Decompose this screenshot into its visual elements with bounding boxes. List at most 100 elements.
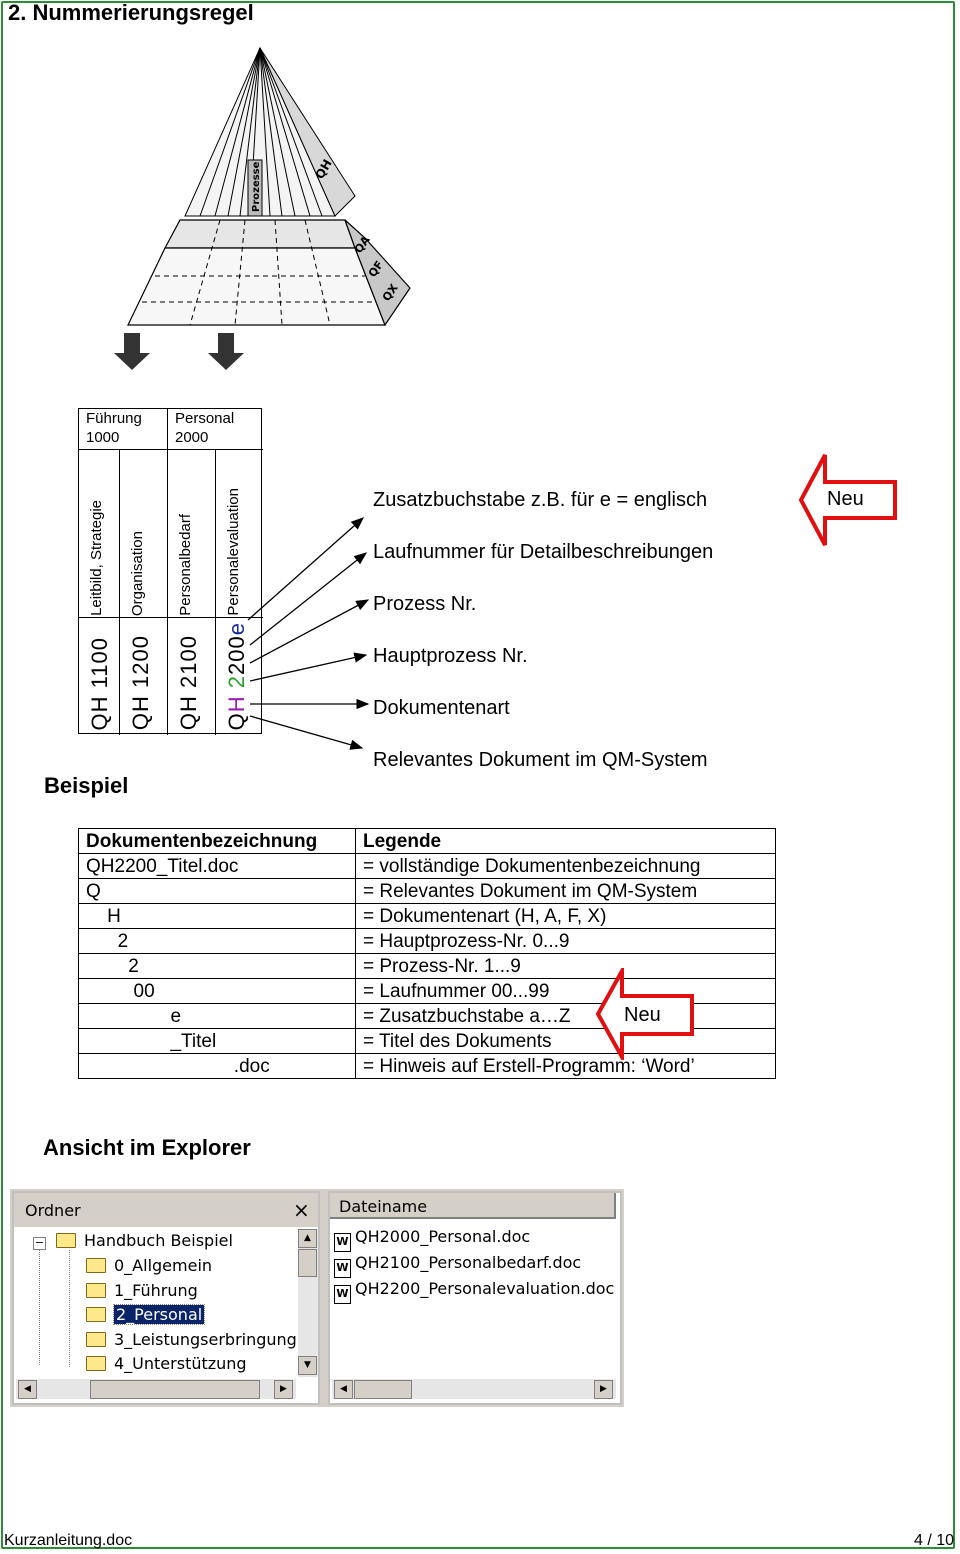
scroll-right-icon[interactable]: ▶ — [274, 1380, 293, 1399]
group-fuehrung-label: Führung — [86, 410, 142, 427]
tree-item-label: 1_Führung — [114, 1281, 198, 1300]
folder-pane: Ordner × − Handbuch Beispiel 0_Allgemein… — [12, 1191, 320, 1405]
folder-icon — [86, 1332, 106, 1347]
open-folder-icon — [86, 1307, 106, 1322]
column-header-label: Dateiname — [339, 1197, 428, 1216]
group-fuehrung-number: 1000 — [86, 429, 120, 446]
annotation-run-number: Laufnummer für Detailbeschreibungen — [373, 541, 714, 563]
scroll-left-icon[interactable]: ◀ — [18, 1380, 37, 1399]
table-cell: QH2200_Titel.doc — [78, 853, 356, 879]
column-header-filename[interactable]: Dateiname — [330, 1193, 616, 1219]
table-cell: = vollständige Dokumentenbezeichnung — [355, 853, 776, 879]
column-title: Organisation — [129, 530, 146, 616]
tree-item-label: Handbuch Beispiel — [84, 1231, 233, 1250]
tree-item-folder-selected[interactable]: 2_Personal — [86, 1304, 206, 1325]
table-cell: 00 — [78, 978, 356, 1004]
pyramid-diagram: Prozesse QH QA QF QX — [114, 46, 411, 370]
table-row: Q= Relevantes Dokument im QM-System — [78, 878, 776, 904]
folder-pane-header: Ordner × — [14, 1193, 318, 1227]
scroll-thumb[interactable] — [298, 1249, 317, 1277]
table-cell: 2 — [78, 928, 356, 954]
tree-item-root[interactable]: Handbuch Beispiel — [56, 1231, 233, 1250]
folder-icon — [86, 1283, 106, 1298]
table-row: .doc= Hinweis auf Erstell-Programm: ‘Wor… — [78, 1053, 776, 1079]
numbering-scheme: Führung 1000 Personal 2000 Leitbild, Str… — [78, 408, 263, 735]
column-title: Leitbild, Strategie — [88, 500, 105, 616]
folder-pane-title: Ordner — [25, 1201, 81, 1220]
scroll-right-icon[interactable]: ▶ — [594, 1380, 613, 1399]
tree-item-folder[interactable]: 1_Führung — [86, 1281, 198, 1300]
tree-item-label: 4_Unterstützung — [114, 1354, 247, 1373]
scroll-down-icon[interactable]: ▼ — [298, 1356, 317, 1375]
footer-filename: Kurzanleitung.doc — [4, 1532, 133, 1549]
table-row: _Titel= Titel des Dokuments — [78, 1028, 776, 1054]
annotation-process-number: Prozess Nr. — [373, 593, 477, 615]
table-cell: _Titel — [78, 1028, 356, 1054]
folder-icon — [86, 1356, 106, 1371]
example-table: Dokumentenbezeichnung Legende QH2200_Tit… — [78, 828, 776, 1079]
table-cell: Q — [78, 878, 356, 904]
page-title: 2. Nummerierungsregel — [8, 0, 254, 25]
annotation-main-process: Hauptprozess Nr. — [373, 645, 528, 667]
tree-item-folder[interactable]: 3_Leistungserbringung — [86, 1330, 297, 1349]
table-cell: = Relevantes Dokument im QM-System — [355, 878, 776, 904]
code-number: 1100 — [87, 636, 112, 688]
table-cell: = Titel des Dokuments — [355, 1028, 776, 1054]
file-name: QH2000_Personal.doc — [355, 1227, 531, 1246]
tree-item-label: 0_Allgemein — [114, 1256, 213, 1275]
annotation-suffix-letter: Zusatzbuchstabe z.B. für e = englisch — [373, 489, 708, 511]
tree-item-label: 3_Leistungserbringung — [114, 1330, 297, 1349]
table-cell: 2 — [78, 953, 356, 979]
column-title: Personalbedarf — [177, 514, 194, 616]
group-personal-label: Personal — [175, 410, 235, 427]
table-row: H= Dokumentenart (H, A, F, X) — [78, 903, 776, 929]
scroll-up-icon[interactable]: ▲ — [298, 1229, 317, 1248]
code-prefix: QH — [87, 695, 112, 730]
collapse-icon[interactable]: − — [33, 1236, 46, 1250]
table-cell: .doc — [78, 1053, 356, 1079]
table-cell: = Hinweis auf Erstell-Programm: ‘Word’ — [355, 1053, 776, 1079]
code-cell: QH 2100 — [176, 635, 202, 730]
table-cell: = Hauptprozess-Nr. 0...9 — [355, 928, 776, 954]
group-personal-number: 2000 — [175, 429, 209, 446]
footer-page-number: 4 / 10 — [913, 1532, 954, 1549]
folder-icon — [86, 1258, 106, 1273]
table-cell: = Zusatzbuchstabe a…Z — [355, 1003, 776, 1029]
file-name: QH2200_Personalevaluation.doc — [355, 1279, 615, 1298]
tree-item-folder[interactable]: 4_Unterstützung — [86, 1354, 247, 1373]
file-name: QH2100_Personalbedarf.doc — [355, 1253, 582, 1272]
table-row: e= Zusatzbuchstabe a…Z — [78, 1003, 776, 1029]
code-prefix: QH — [128, 695, 153, 730]
annotation-relevant-document: Relevantes Dokument im QM-System — [373, 749, 708, 771]
table-cell: = Laufnummer 00...99 — [355, 978, 776, 1004]
neu-label: Neu — [624, 1004, 661, 1026]
table-cell: = Prozess-Nr. 1...9 — [355, 953, 776, 979]
tree-item-folder[interactable]: 0_Allgemein — [86, 1256, 212, 1275]
table-row: 2= Hauptprozess-Nr. 0...9 — [78, 928, 776, 954]
code-number: 1200 — [128, 634, 153, 688]
close-icon[interactable]: × — [293, 1198, 310, 1222]
scroll-left-icon[interactable]: ◀ — [334, 1380, 353, 1399]
example-heading: Beispiel — [44, 773, 129, 798]
scroll-thumb[interactable] — [354, 1380, 412, 1399]
word-document-icon: W — [334, 1259, 351, 1278]
word-document-icon: W — [334, 1233, 351, 1252]
table-cell: H — [78, 903, 356, 929]
scroll-thumb[interactable] — [90, 1380, 260, 1399]
table-row: 2= Prozess-Nr. 1...9 — [78, 953, 776, 979]
column-header: Dokumentenbezeichnung — [78, 828, 356, 854]
code-prefix: QH — [176, 695, 201, 730]
column-header: Legende — [355, 828, 776, 854]
annotation-document-type: Dokumentenart — [373, 697, 510, 719]
table-cell: e — [78, 1003, 356, 1029]
folder-icon — [56, 1233, 76, 1248]
explorer-heading: Ansicht im Explorer — [43, 1135, 251, 1160]
tree-item-label: 2_Personal — [112, 1304, 206, 1325]
neu-label: Neu — [827, 488, 864, 510]
table-cell: = Dokumentenart (H, A, F, X) — [355, 903, 776, 929]
